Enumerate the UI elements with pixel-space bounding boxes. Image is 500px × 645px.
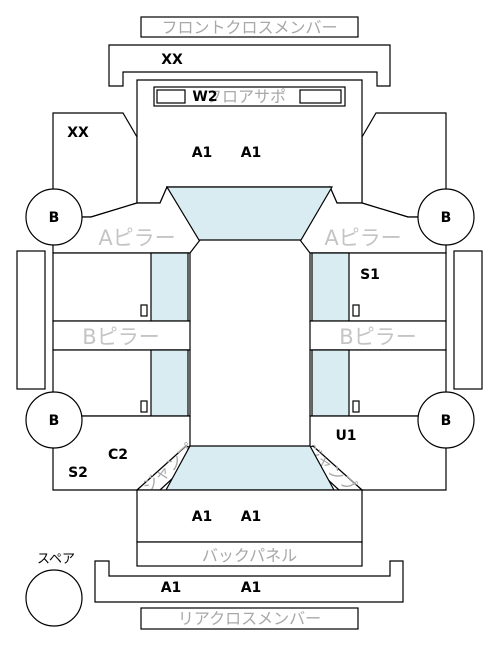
wheel-rear-right[interactable] [417, 391, 475, 449]
a-pillar-left-label: Aピラー [98, 226, 175, 250]
rear-cross-a1-left: A1 [161, 580, 182, 596]
rear-bracket[interactable] [94, 560, 404, 603]
front-cross-code: XX [161, 52, 183, 68]
wheel-rear-right-label: B [441, 413, 452, 429]
wheel-front-left[interactable] [25, 188, 83, 246]
b-pillar-left-panel[interactable] [52, 320, 191, 351]
b-pillar-left-label: Bピラー [82, 325, 159, 349]
left-rear-c-code: C2 [108, 447, 128, 463]
front-bracket[interactable] [108, 44, 391, 87]
floor-support-box[interactable] [153, 86, 346, 107]
a-pillar-right-label: Aピラー [324, 226, 401, 250]
right-upper-small-slot[interactable] [352, 304, 360, 317]
rear-cross-member-box[interactable] [140, 607, 359, 630]
back-panel-box[interactable] [136, 541, 363, 567]
left-side-sill[interactable] [16, 250, 46, 390]
floor-support-label: フロアサポ [206, 87, 286, 106]
floor-support-inner-right[interactable] [299, 89, 342, 104]
front-cross-member-box[interactable] [140, 16, 359, 38]
spare-tire[interactable] [25, 569, 83, 627]
wheel-front-left-label: B [49, 210, 60, 226]
wheel-front-right-label: B [441, 210, 452, 226]
rear-window-panel[interactable] [164, 445, 336, 491]
right-lower-blue-strip[interactable] [311, 349, 350, 417]
right-upper-blue-strip[interactable] [311, 252, 350, 322]
right-lower-small-slot[interactable] [352, 400, 360, 413]
rear-a1-left: A1 [192, 509, 213, 525]
rear-a1-right: A1 [241, 509, 262, 525]
left-rear-s-code: S2 [68, 465, 88, 481]
front-cross-member-label: フロントクロスメンバー [161, 18, 337, 37]
left-upper-small-slot[interactable] [140, 304, 148, 317]
front-a1-left: A1 [192, 145, 213, 161]
left-lower-small-slot[interactable] [140, 400, 148, 413]
floor-support-code: W2 [192, 89, 217, 105]
rear-cross-member-label: リアクロスメンバー [178, 609, 321, 628]
front-a1-right: A1 [241, 145, 262, 161]
left-upper-blue-strip[interactable] [150, 252, 189, 322]
floor-support-inner-left[interactable] [156, 89, 186, 104]
windshield-panel[interactable] [165, 186, 334, 241]
rear-main-panel[interactable] [136, 489, 363, 543]
back-panel-label: バックパネル [202, 546, 297, 565]
rear-cross-a1-right: A1 [241, 580, 262, 596]
wheel-rear-left-label: B [49, 413, 60, 429]
wheel-rear-left[interactable] [25, 391, 83, 449]
left-front-corner-code: XX [67, 125, 89, 141]
spare-label: スペア [37, 552, 75, 567]
right-upper-side-code: S1 [360, 267, 380, 283]
right-side-sill[interactable] [453, 250, 483, 390]
wheel-front-right[interactable] [417, 188, 475, 246]
b-pillar-right-label: Bピラー [339, 325, 416, 349]
right-rear-u-code: U1 [335, 428, 356, 444]
left-lower-blue-strip[interactable] [150, 349, 189, 417]
